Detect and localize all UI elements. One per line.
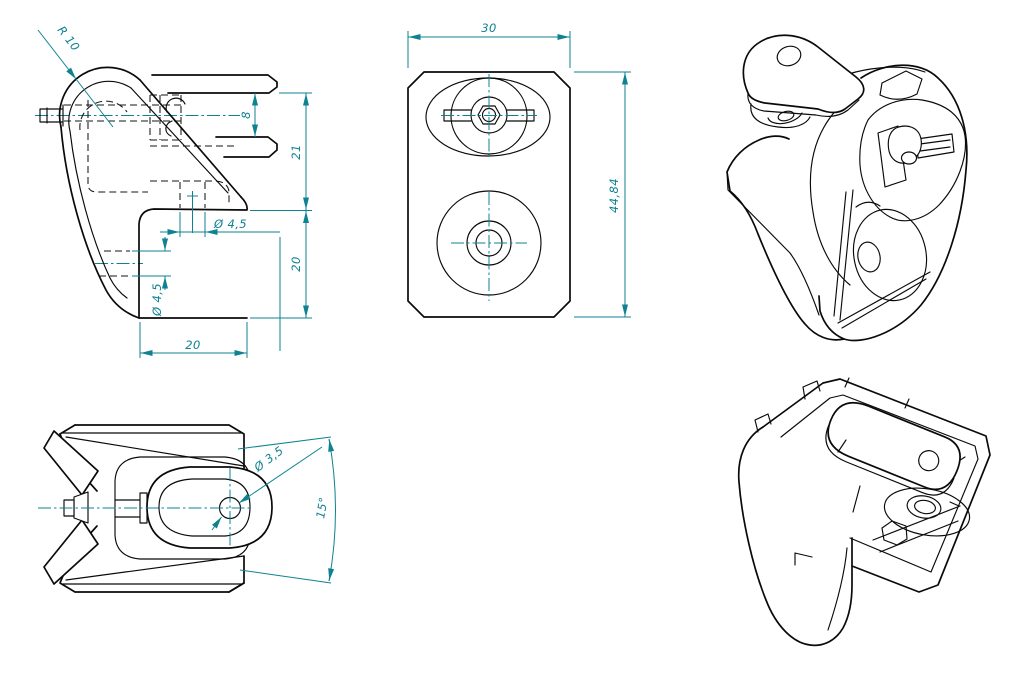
dim-side-hole: Ø 3,5 [251, 443, 287, 475]
dim-side-angle: 15° [313, 496, 331, 520]
side-view: Ø 3,5 15° [38, 424, 336, 593]
dim-hole-top: Ø 4,5 [213, 217, 247, 231]
top-view: 30 44,84 [407, 21, 631, 318]
iso-view-bottom [737, 377, 991, 647]
dim-top-width: 30 [481, 21, 496, 35]
dim-lower-height: 20 [289, 256, 303, 271]
dim-upper-height: 21 [289, 144, 303, 159]
front-view: R 10 8 21 20 Ø 4,5 Ø 4,5 [35, 23, 312, 358]
dim-base-width: 20 [185, 338, 200, 352]
dim-front-radius: R 10 [55, 23, 83, 54]
iso-view-top [726, 34, 968, 342]
dim-fork-gap: 8 [239, 111, 253, 119]
dim-top-height: 44,84 [607, 178, 621, 213]
dim-hole-front: Ø 4,5 [150, 283, 164, 317]
